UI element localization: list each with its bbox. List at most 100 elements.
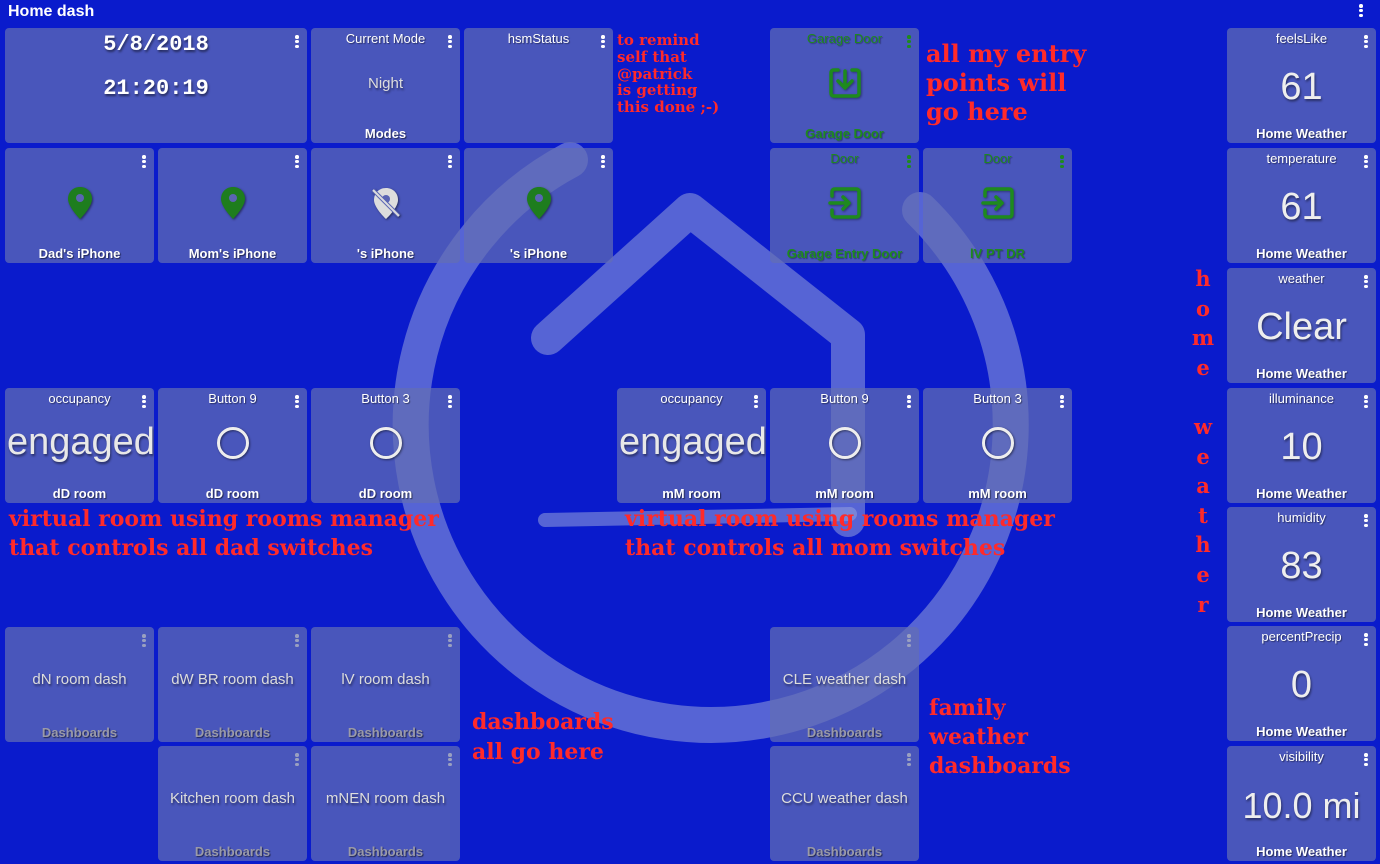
tile-menu-button[interactable]	[294, 753, 300, 766]
weather-value: 0	[1290, 664, 1313, 706]
tile-menu-button[interactable]	[600, 155, 606, 168]
kebab-menu-icon	[1059, 155, 1065, 168]
tile-menu-button[interactable]	[294, 634, 300, 647]
kebab-menu-icon	[1363, 35, 1369, 48]
tile-menu-button[interactable]	[1059, 155, 1065, 168]
kebab-menu-icon	[1363, 514, 1369, 527]
dashboard-link-tile[interactable]: lV room dash Dashboards	[311, 627, 460, 742]
tile-label: Dashboards	[347, 725, 424, 740]
tile-menu-button[interactable]	[294, 155, 300, 168]
mom-room-button-3-tile[interactable]: Button 3 mM room	[923, 388, 1072, 503]
dashboard-menu-button[interactable]	[1358, 4, 1368, 22]
weather-value: 10	[1280, 426, 1323, 468]
clock-time: 21:20:19	[103, 76, 209, 101]
clock-date: 5/8/2018	[103, 32, 209, 57]
tile-menu-button[interactable]	[1363, 514, 1369, 527]
note-entry-points: all my entry points will go here	[926, 39, 1087, 126]
tile-label: Dashboards	[194, 844, 271, 859]
mode-tile[interactable]: Current Mode Night Modes	[311, 28, 460, 143]
kebab-menu-icon	[294, 35, 300, 48]
tile-menu-button[interactable]	[1059, 395, 1065, 408]
tile-menu-button[interactable]	[1363, 633, 1369, 646]
tile-menu-button[interactable]	[1363, 753, 1369, 766]
tile-title: occupancy	[48, 391, 111, 406]
presence-tile-iphone-3[interactable]: 's iPhone	[311, 148, 460, 263]
weather-tile-temperature[interactable]: temperature 61 Home Weather	[1227, 148, 1376, 263]
presence-tile-dad-iphone[interactable]: Dad's iPhone	[5, 148, 154, 263]
presence-tile-iphone-4[interactable]: 's iPhone	[464, 148, 613, 263]
dad-room-button-9-tile[interactable]: Button 9 dD room	[158, 388, 307, 503]
tile-menu-button[interactable]	[906, 753, 912, 766]
tile-menu-button[interactable]	[141, 395, 147, 408]
kebab-menu-icon	[294, 753, 300, 766]
tile-menu-button[interactable]	[906, 395, 912, 408]
tile-label: Modes	[364, 126, 407, 141]
tile-label: Home Weather	[1256, 724, 1347, 739]
dashboard-link-tile[interactable]: Kitchen room dash Dashboards	[158, 746, 307, 861]
dashboard-link-tile[interactable]: CLE weather dash Dashboards	[770, 627, 919, 742]
dashboard-link-tile[interactable]: CCU weather dash Dashboards	[770, 746, 919, 861]
kebab-menu-icon	[906, 753, 912, 766]
clock-tile[interactable]: 5/8/2018 21:20:19	[5, 28, 307, 143]
hsm-status-tile[interactable]: hsmStatus	[464, 28, 613, 143]
tile-menu-button[interactable]	[447, 155, 453, 168]
mom-room-occupancy-tile[interactable]: occupancy engaged mM room	[617, 388, 766, 503]
tile-menu-button[interactable]	[447, 35, 453, 48]
dashboard-link-tile[interactable]: dW BR room dash Dashboards	[158, 627, 307, 742]
tile-label: Home Weather	[1256, 126, 1347, 141]
kebab-menu-icon	[141, 395, 147, 408]
tile-label: Home Weather	[1256, 844, 1347, 859]
presence-tile-mom-iphone[interactable]: Mom's iPhone	[158, 148, 307, 263]
dad-room-occupancy-tile[interactable]: occupancy engaged dD room	[5, 388, 154, 503]
tile-menu-button[interactable]	[1363, 395, 1369, 408]
tile-menu-button[interactable]	[447, 753, 453, 766]
tile-label: Garage Door	[805, 126, 884, 141]
weather-value: 61	[1280, 66, 1323, 108]
tile-menu-button[interactable]	[294, 35, 300, 48]
tile-menu-button[interactable]	[1363, 275, 1369, 288]
note-family-weather: family weather dashboards	[929, 695, 1071, 780]
kebab-menu-icon	[141, 155, 147, 168]
weather-tile-illuminance[interactable]: illuminance 10 Home Weather	[1227, 388, 1376, 503]
note-dashboards: dashboards all go here	[472, 709, 614, 765]
tile-menu-button[interactable]	[906, 634, 912, 647]
tile-menu-button[interactable]	[294, 395, 300, 408]
weather-tile-feelslike[interactable]: feelsLike 61 Home Weather	[1227, 28, 1376, 143]
kebab-menu-icon	[1358, 4, 1364, 17]
tile-title: humidity	[1277, 510, 1326, 525]
weather-tile-humidity[interactable]: humidity 83 Home Weather	[1227, 507, 1376, 622]
dashboard-link-tile[interactable]: dN room dash Dashboards	[5, 627, 154, 742]
tile-title: illuminance	[1268, 391, 1335, 406]
dad-room-button-3-tile[interactable]: Button 3 dD room	[311, 388, 460, 503]
mom-room-button-9-tile[interactable]: Button 9 mM room	[770, 388, 919, 503]
garage-door-tile[interactable]: Garage Door Garage Door	[770, 28, 919, 143]
weather-tile-visibility[interactable]: visibility 10.0 mi Home Weather	[1227, 746, 1376, 861]
kebab-menu-icon	[906, 35, 912, 48]
tile-menu-button[interactable]	[1363, 35, 1369, 48]
tile-menu-button[interactable]	[1363, 155, 1369, 168]
kebab-menu-icon	[294, 395, 300, 408]
dashboard-name: CCU weather dash	[781, 790, 908, 807]
tile-menu-button[interactable]	[906, 155, 912, 168]
weather-tile-weather[interactable]: weather Clear Home Weather	[1227, 268, 1376, 383]
tile-menu-button[interactable]	[600, 35, 606, 48]
kebab-menu-icon	[600, 35, 606, 48]
tile-menu-button[interactable]	[906, 35, 912, 48]
tile-menu-button[interactable]	[141, 634, 147, 647]
kebab-menu-icon	[600, 155, 606, 168]
tile-menu-button[interactable]	[447, 395, 453, 408]
dashboard-title: Home dash	[8, 3, 95, 20]
tile-label: 's iPhone	[509, 246, 568, 261]
lv-pt-door-tile[interactable]: Door lV PT DR	[923, 148, 1072, 263]
dashboard-link-tile[interactable]: mNEN room dash Dashboards	[311, 746, 460, 861]
garage-entry-door-tile[interactable]: Door Garage Entry Door	[770, 148, 919, 263]
tile-menu-button[interactable]	[141, 155, 147, 168]
tile-title: percentPrecip	[1261, 629, 1342, 644]
weather-tile-percent-precip[interactable]: percentPrecip 0 Home Weather	[1227, 626, 1376, 741]
tile-title: weather	[1278, 271, 1325, 286]
tile-menu-button[interactable]	[753, 395, 759, 408]
map-pin-icon	[158, 148, 307, 263]
dashboard-header: Home dash	[0, 0, 1380, 26]
kebab-menu-icon	[1363, 753, 1369, 766]
tile-menu-button[interactable]	[447, 634, 453, 647]
